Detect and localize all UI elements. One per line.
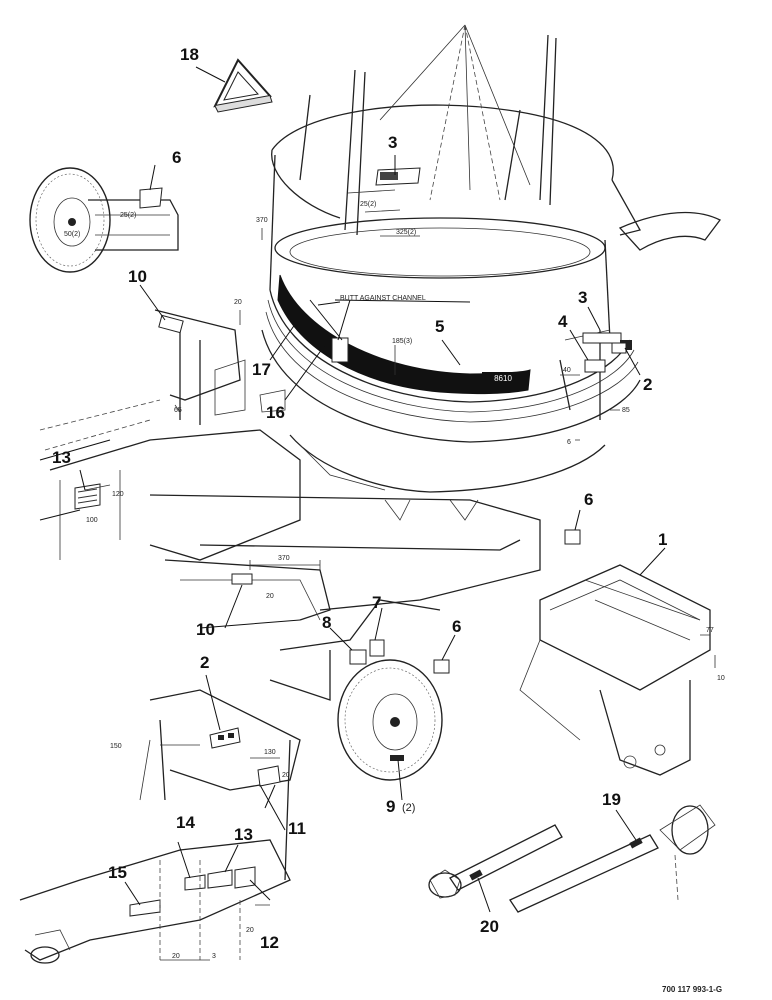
pto-shaft <box>428 804 716 913</box>
callout-17: 17 <box>252 360 271 379</box>
dim-3: 3 <box>212 953 216 960</box>
callout-12: 12 <box>260 933 279 952</box>
mixer-tub: 8610 <box>261 24 721 493</box>
dim-20-e: 20 <box>172 953 180 960</box>
callout-1: 1 <box>658 530 667 549</box>
callout-3-top: 3 <box>388 133 397 152</box>
dim-77: 77 <box>706 627 714 634</box>
dim-150: 150 <box>110 743 122 750</box>
callout-11: 11 <box>288 819 306 838</box>
dim-40: 40 <box>563 367 571 374</box>
dim-120: 120 <box>112 491 124 498</box>
hitch-frame <box>519 564 711 776</box>
dim-25-2: 25(2) <box>360 201 376 208</box>
callout-13-left: 13 <box>52 448 71 467</box>
callout-15: 15 <box>108 863 127 882</box>
callout-9-qty: (2) <box>402 802 415 814</box>
dim-65: 65 <box>174 407 182 414</box>
callout-16: 16 <box>266 403 285 422</box>
drawing-number: 700 117 993-1-G <box>662 985 722 994</box>
callout-20: 20 <box>480 917 499 936</box>
callout-7: 7 <box>372 593 381 612</box>
dim-100: 100 <box>86 517 98 524</box>
callout-10-top: 10 <box>128 267 147 286</box>
callout-6-right: 6 <box>584 490 593 509</box>
dim-85: 85 <box>622 407 630 414</box>
callout-3-right: 3 <box>578 288 587 307</box>
callout-6-wheel: 6 <box>452 617 461 636</box>
dim-25-2-wheel: 25(2) <box>120 212 136 219</box>
callout-9: 9 <box>386 797 395 816</box>
dim-20-b: 20 <box>266 593 274 600</box>
dim-370-top: 370 <box>256 217 268 224</box>
callout-5: 5 <box>435 317 444 336</box>
main-chassis <box>39 399 581 701</box>
butt-against-channel-note: BUTT AGAINST CHANNEL <box>340 295 426 302</box>
callout-19: 19 <box>602 790 621 809</box>
dim-10: 10 <box>717 675 725 682</box>
dim-185-3: 185(3) <box>392 338 412 345</box>
callout-2-tongue: 2 <box>200 653 209 672</box>
leader-lines <box>39 66 666 913</box>
tongue-assembly <box>19 689 301 964</box>
callout-4: 4 <box>558 312 568 331</box>
callout-18: 18 <box>180 45 199 64</box>
callout-14: 14 <box>176 813 195 832</box>
dim-6: 6 <box>567 439 571 446</box>
callout-10-mid: 10 <box>196 620 215 639</box>
dim-20-a: 20 <box>234 299 242 306</box>
dim-325-2: 325(2) <box>396 229 416 236</box>
model-label: 8610 <box>494 374 512 383</box>
notes: BUTT AGAINST CHANNEL 700 117 993-1-G <box>340 295 722 994</box>
dim-20-c: 20 <box>282 772 290 779</box>
callouts: 18 3 6 10 5 3 4 2 17 16 13 6 1 7 8 6 10 … <box>52 45 667 952</box>
dimension-lines <box>84 189 716 961</box>
center-wheel <box>337 659 443 781</box>
left-wheel: 25(2) 50(2) <box>29 167 179 273</box>
dim-130: 130 <box>264 749 276 756</box>
callout-13-tongue: 13 <box>234 825 253 844</box>
callout-6-top: 6 <box>172 148 181 167</box>
dimension-labels: 370 25(2) 325(2) 20 65 185(3) 40 85 6 12… <box>86 201 725 960</box>
dim-50-2: 50(2) <box>64 231 80 238</box>
callout-8: 8 <box>322 613 331 632</box>
callout-2-tub: 2 <box>643 375 652 394</box>
smv-emblem <box>213 58 273 113</box>
dim-20-d: 20 <box>246 927 254 934</box>
dim-370-chassis: 370 <box>278 555 290 562</box>
